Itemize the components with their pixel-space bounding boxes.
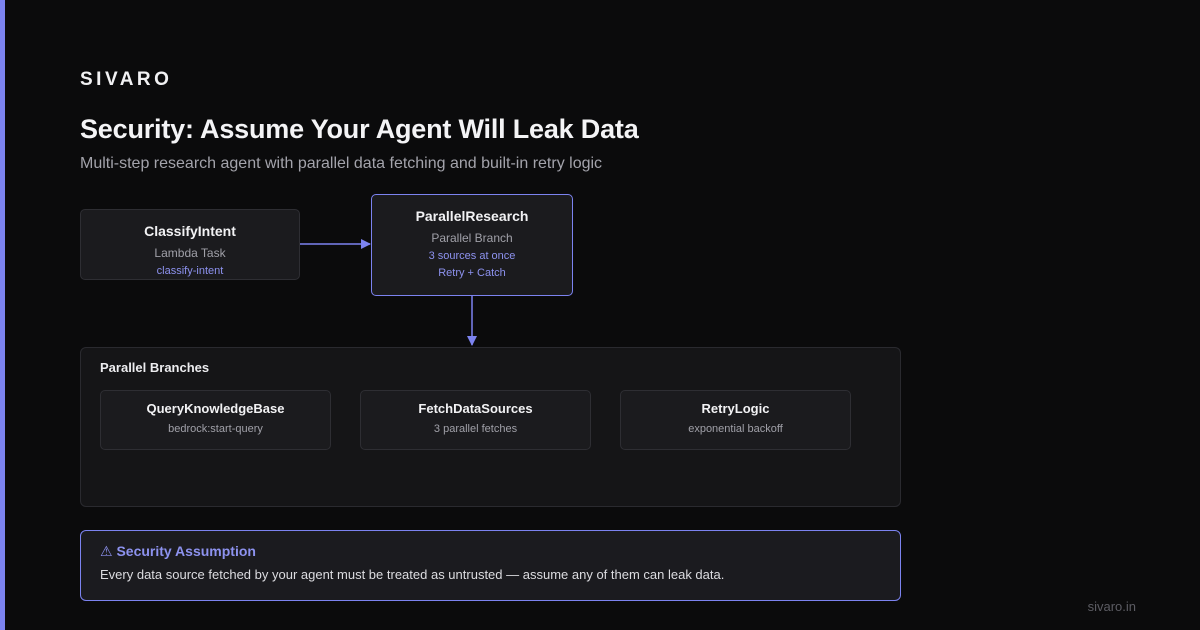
container-label: Parallel Branches [100, 360, 210, 375]
node-type: Parallel Branch [431, 231, 513, 245]
branch-fetch-data-sources: FetchDataSources 3 parallel fetches [360, 390, 591, 450]
branch-detail: 3 parallel fetches [433, 423, 518, 435]
node-name: ParallelResearch [415, 208, 529, 224]
page-title: Security: Assume Your Agent Will Leak Da… [80, 114, 639, 144]
node-type: Lambda Task [154, 246, 226, 260]
branch-name: RetryLogic [701, 401, 770, 416]
branch-query-knowledge-base: QueryKnowledgeBase bedrock:start-query [100, 390, 331, 450]
footer-url: sivaro.in [1087, 599, 1136, 614]
branch-detail: exponential backoff [688, 423, 783, 435]
branch-name: FetchDataSources [418, 401, 533, 416]
node-meta-sources: 3 sources at once [428, 250, 516, 262]
branch-detail: bedrock:start-query [168, 423, 263, 435]
page-subtitle: Multi-step research agent with parallel … [80, 155, 603, 172]
accent-bar [0, 0, 5, 630]
node-name: ClassifyIntent [144, 223, 236, 239]
branch-retry-logic: RetryLogic exponential backoff [620, 390, 851, 450]
branch-name: QueryKnowledgeBase [146, 401, 285, 416]
callout-title: ⚠ Security Assumption [100, 543, 256, 559]
node-meta-retry: Retry + Catch [438, 267, 506, 279]
brand-logo: SIVARO [80, 69, 173, 90]
callout-body: Every data source fetched by your agent … [100, 567, 725, 582]
node-meta: classify-intent [156, 265, 224, 277]
node-parallel-research: ParallelResearch Parallel Branch 3 sourc… [371, 194, 573, 296]
node-classify-intent: ClassifyIntent Lambda Task classify-inte… [80, 209, 300, 280]
security-callout: ⚠ Security Assumption Every data source … [80, 530, 901, 601]
